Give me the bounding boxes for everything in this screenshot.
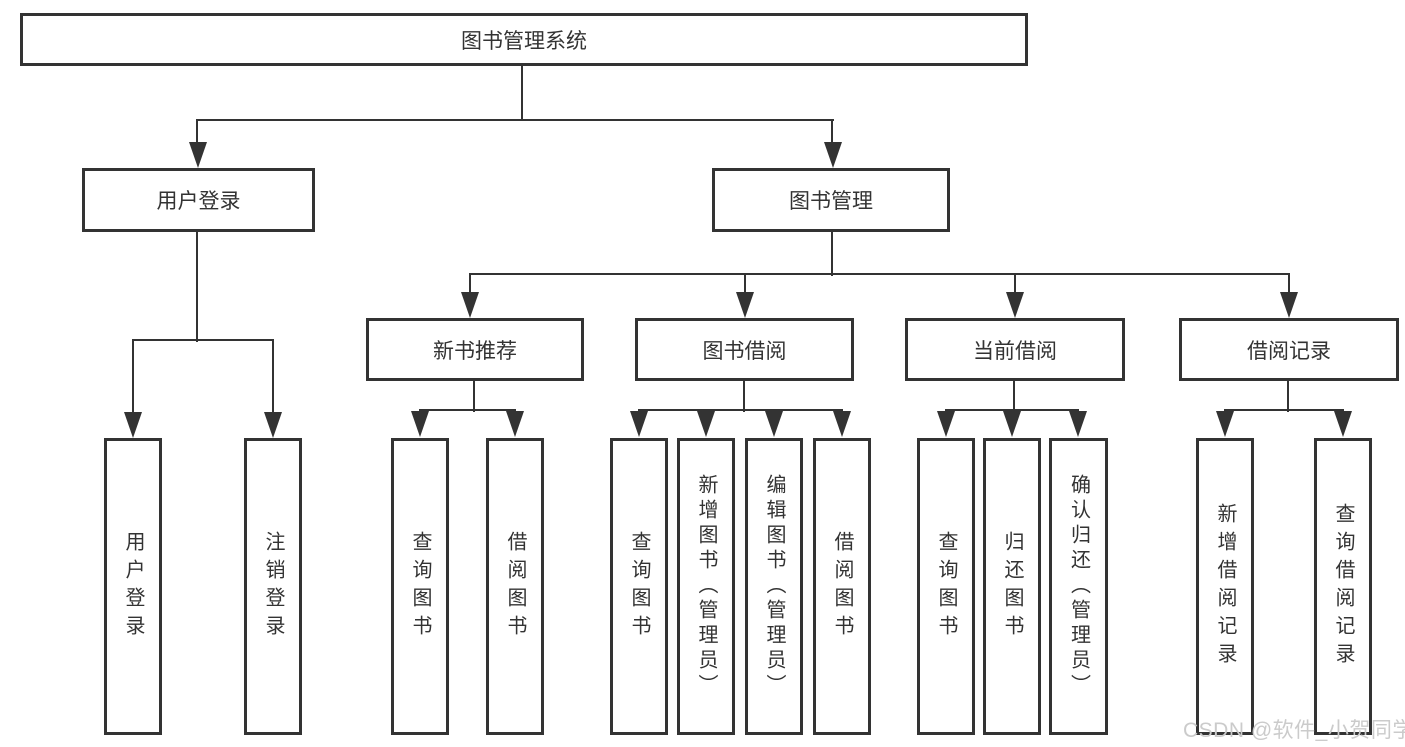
- node-new-book-recommend: 新书推荐: [366, 318, 584, 381]
- node-root: 图书管理系统: [20, 13, 1028, 66]
- connector-root-stub: [521, 66, 523, 120]
- arrowhead-down-icon: [1334, 411, 1352, 437]
- connector-rail-cb: [945, 409, 1079, 411]
- leaf-borrow-books: 借阅图书: [813, 438, 871, 735]
- node-user-login: 用户登录: [82, 168, 315, 232]
- arrowhead-down-icon: [264, 412, 282, 438]
- connector-shaft: [132, 339, 134, 413]
- csdn-watermark: CSDN @软件_小贺同学: [1183, 719, 1405, 742]
- leaf-query-books-current: 查询图书: [917, 438, 975, 735]
- connector-shaft: [469, 273, 471, 293]
- leaf-query-borrow-record: 查询借阅记录: [1314, 438, 1372, 735]
- arrowhead-down-icon: [1006, 292, 1024, 318]
- node-book-borrow: 图书借阅: [635, 318, 854, 381]
- connector-shaft: [1288, 273, 1290, 293]
- leaf-user-login: 用户登录: [104, 438, 162, 735]
- leaf-add-books-admin: 新增图书（管理员）: [677, 438, 735, 735]
- node-book-management: 图书管理: [712, 168, 950, 232]
- arrowhead-down-icon: [461, 292, 479, 318]
- leaf-logout: 注销登录: [244, 438, 302, 735]
- arrowhead-down-icon: [937, 411, 955, 437]
- connector-bb-stub: [743, 381, 745, 412]
- node-borrow-records: 借阅记录: [1179, 318, 1399, 381]
- arrowhead-down-icon: [765, 411, 783, 437]
- leaf-return-books: 归还图书: [983, 438, 1041, 735]
- arrowhead-down-icon: [506, 411, 524, 437]
- arrowhead-down-icon: [630, 411, 648, 437]
- connector-shaft: [1014, 273, 1016, 293]
- connector-cb-stub: [1013, 381, 1015, 412]
- arrowhead-down-icon: [124, 412, 142, 438]
- arrowhead-down-icon: [736, 292, 754, 318]
- connector-rail-br: [1224, 409, 1344, 411]
- connector-shaft: [196, 119, 198, 143]
- arrowhead-down-icon: [1003, 411, 1021, 437]
- arrowhead-down-icon: [189, 142, 207, 168]
- arrowhead-down-icon: [833, 411, 851, 437]
- connector-rail-userlogin: [132, 339, 274, 341]
- leaf-confirm-return-admin: 确认归还（管理员）: [1049, 438, 1108, 735]
- leaf-query-books-recommend: 查询图书: [391, 438, 449, 735]
- leaf-query-books-borrow: 查询图书: [610, 438, 668, 735]
- connector-rail-level2: [197, 119, 834, 121]
- connector-userlogin-stub: [196, 232, 198, 342]
- connector-shaft: [744, 273, 746, 293]
- leaf-add-borrow-record: 新增借阅记录: [1196, 438, 1254, 735]
- arrowhead-down-icon: [1216, 411, 1234, 437]
- connector-rail-level3: [469, 273, 1290, 275]
- connector-bookmgmt-stub: [831, 232, 833, 276]
- node-current-borrow: 当前借阅: [905, 318, 1125, 381]
- connector-nbr-stub: [473, 381, 475, 412]
- connector-rail-nbr: [419, 409, 516, 411]
- arrowhead-down-icon: [697, 411, 715, 437]
- connector-br-stub: [1287, 381, 1289, 412]
- arrowhead-down-icon: [1069, 411, 1087, 437]
- arrowhead-down-icon: [411, 411, 429, 437]
- connector-shaft: [831, 119, 833, 143]
- leaf-borrow-books-recommend: 借阅图书: [486, 438, 544, 735]
- connector-shaft: [272, 339, 274, 413]
- leaf-edit-books-admin: 编辑图书（管理员）: [745, 438, 803, 735]
- arrowhead-down-icon: [1280, 292, 1298, 318]
- connector-rail-bb: [638, 409, 843, 411]
- arrowhead-down-icon: [824, 142, 842, 168]
